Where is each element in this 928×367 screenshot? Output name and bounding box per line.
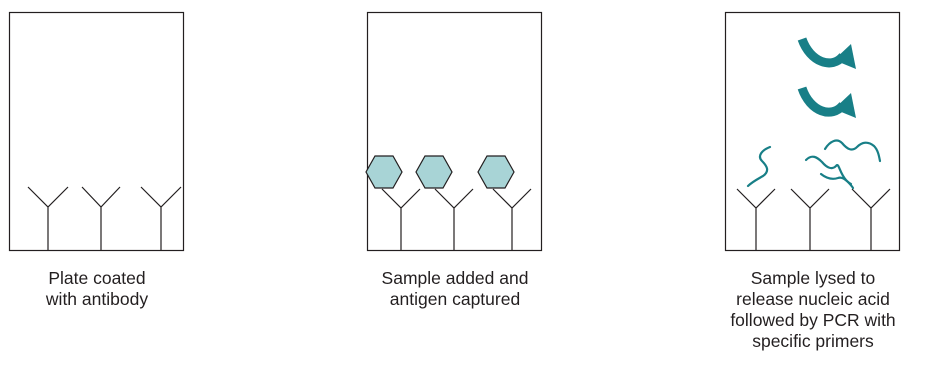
antibody-icon bbox=[381, 188, 421, 250]
antibody-icon bbox=[140, 186, 182, 250]
antibody-icon bbox=[434, 188, 474, 250]
caption-line: antigen captured bbox=[389, 289, 521, 309]
panel-antigen-captured bbox=[365, 11, 543, 252]
nucleic-acid-strand-icon bbox=[746, 145, 772, 188]
antigen-hexagon-icon bbox=[365, 155, 403, 189]
antigen-hexagon-icon bbox=[415, 155, 453, 189]
caption-lysis-pcr: Sample lysed to release nucleic acid fol… bbox=[730, 268, 895, 352]
well-outline bbox=[366, 11, 543, 252]
caption-line: followed by PCR with bbox=[730, 310, 896, 330]
antibody-icon bbox=[790, 188, 830, 250]
well-outline bbox=[8, 11, 185, 252]
antibody-icon bbox=[492, 188, 532, 250]
panel-plate-coated bbox=[8, 11, 185, 252]
caption-line: Sample lysed to bbox=[750, 268, 876, 288]
nucleic-acid-strand-icon bbox=[823, 139, 882, 163]
antibody-icon bbox=[27, 186, 69, 250]
amplification-arrow-icon bbox=[797, 86, 856, 118]
well-outline bbox=[724, 11, 901, 252]
panel-lysis-pcr bbox=[724, 11, 901, 252]
caption-antigen-captured: Sample added and antigen captured bbox=[382, 268, 529, 310]
antibody-icon bbox=[851, 188, 891, 250]
amplification-arrow-icon bbox=[797, 37, 856, 69]
caption-line: specific primers bbox=[752, 331, 874, 351]
antibody-icon bbox=[81, 186, 121, 250]
caption-line: with antibody bbox=[45, 289, 149, 309]
antigen-hexagon-icon bbox=[477, 155, 515, 189]
antibody-icon bbox=[736, 188, 776, 250]
caption-line: Plate coated bbox=[48, 268, 146, 288]
caption-line: release nucleic acid bbox=[736, 289, 890, 309]
caption-plate-coated: Plate coated with antibody bbox=[46, 268, 148, 310]
nucleic-acid-strand-icon bbox=[819, 172, 853, 186]
caption-line: Sample added and bbox=[381, 268, 529, 288]
nucleic-acid-strand-icon bbox=[804, 155, 855, 190]
